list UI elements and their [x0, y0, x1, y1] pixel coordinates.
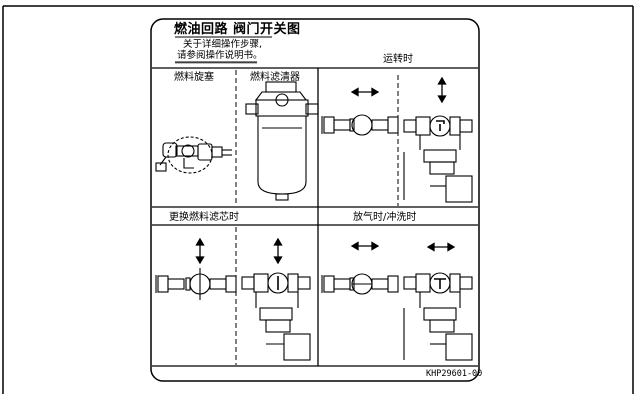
vertical-arrow-icon [273, 237, 283, 265]
valve-icon [321, 114, 399, 136]
panel-label-bleeding: 放气时/冲洗时 [353, 212, 417, 223]
valve-icon [155, 268, 237, 300]
page-border [2, 5, 634, 394]
fuel-cock-icon [155, 136, 232, 174]
part-number: KHP29601-00 [426, 369, 483, 379]
horizontal-arrow-icon [350, 87, 380, 97]
vertical-arrow-icon [437, 76, 447, 104]
diagram-title: 燃油回路 阀门开关图 [174, 22, 301, 37]
panel-grid [152, 67, 478, 367]
valve-icon [241, 272, 311, 361]
horizontal-arrow-icon [350, 241, 380, 251]
instruction-line-2: 请参阅操作说明书。 [177, 50, 263, 61]
panel-label-fuel-cock: 燃料旋塞 [174, 72, 214, 83]
fuel-filter-icon [245, 81, 319, 201]
dashed-dividers [235, 70, 399, 365]
valve-icon [321, 273, 399, 295]
instruction-line-1: 关于详细操作步骤, [183, 39, 263, 50]
panel-label-running: 运转时 [383, 54, 413, 65]
panel-label-replace-filter: 更换燃料滤芯时 [169, 212, 239, 223]
valve-icon [403, 272, 473, 361]
vertical-arrow-icon [195, 237, 205, 265]
horizontal-arrow-icon [426, 242, 456, 252]
label-plate [150, 18, 480, 382]
panel-label-fuel-filter: 燃料滤清器 [250, 72, 300, 83]
valve-icon [403, 115, 473, 203]
